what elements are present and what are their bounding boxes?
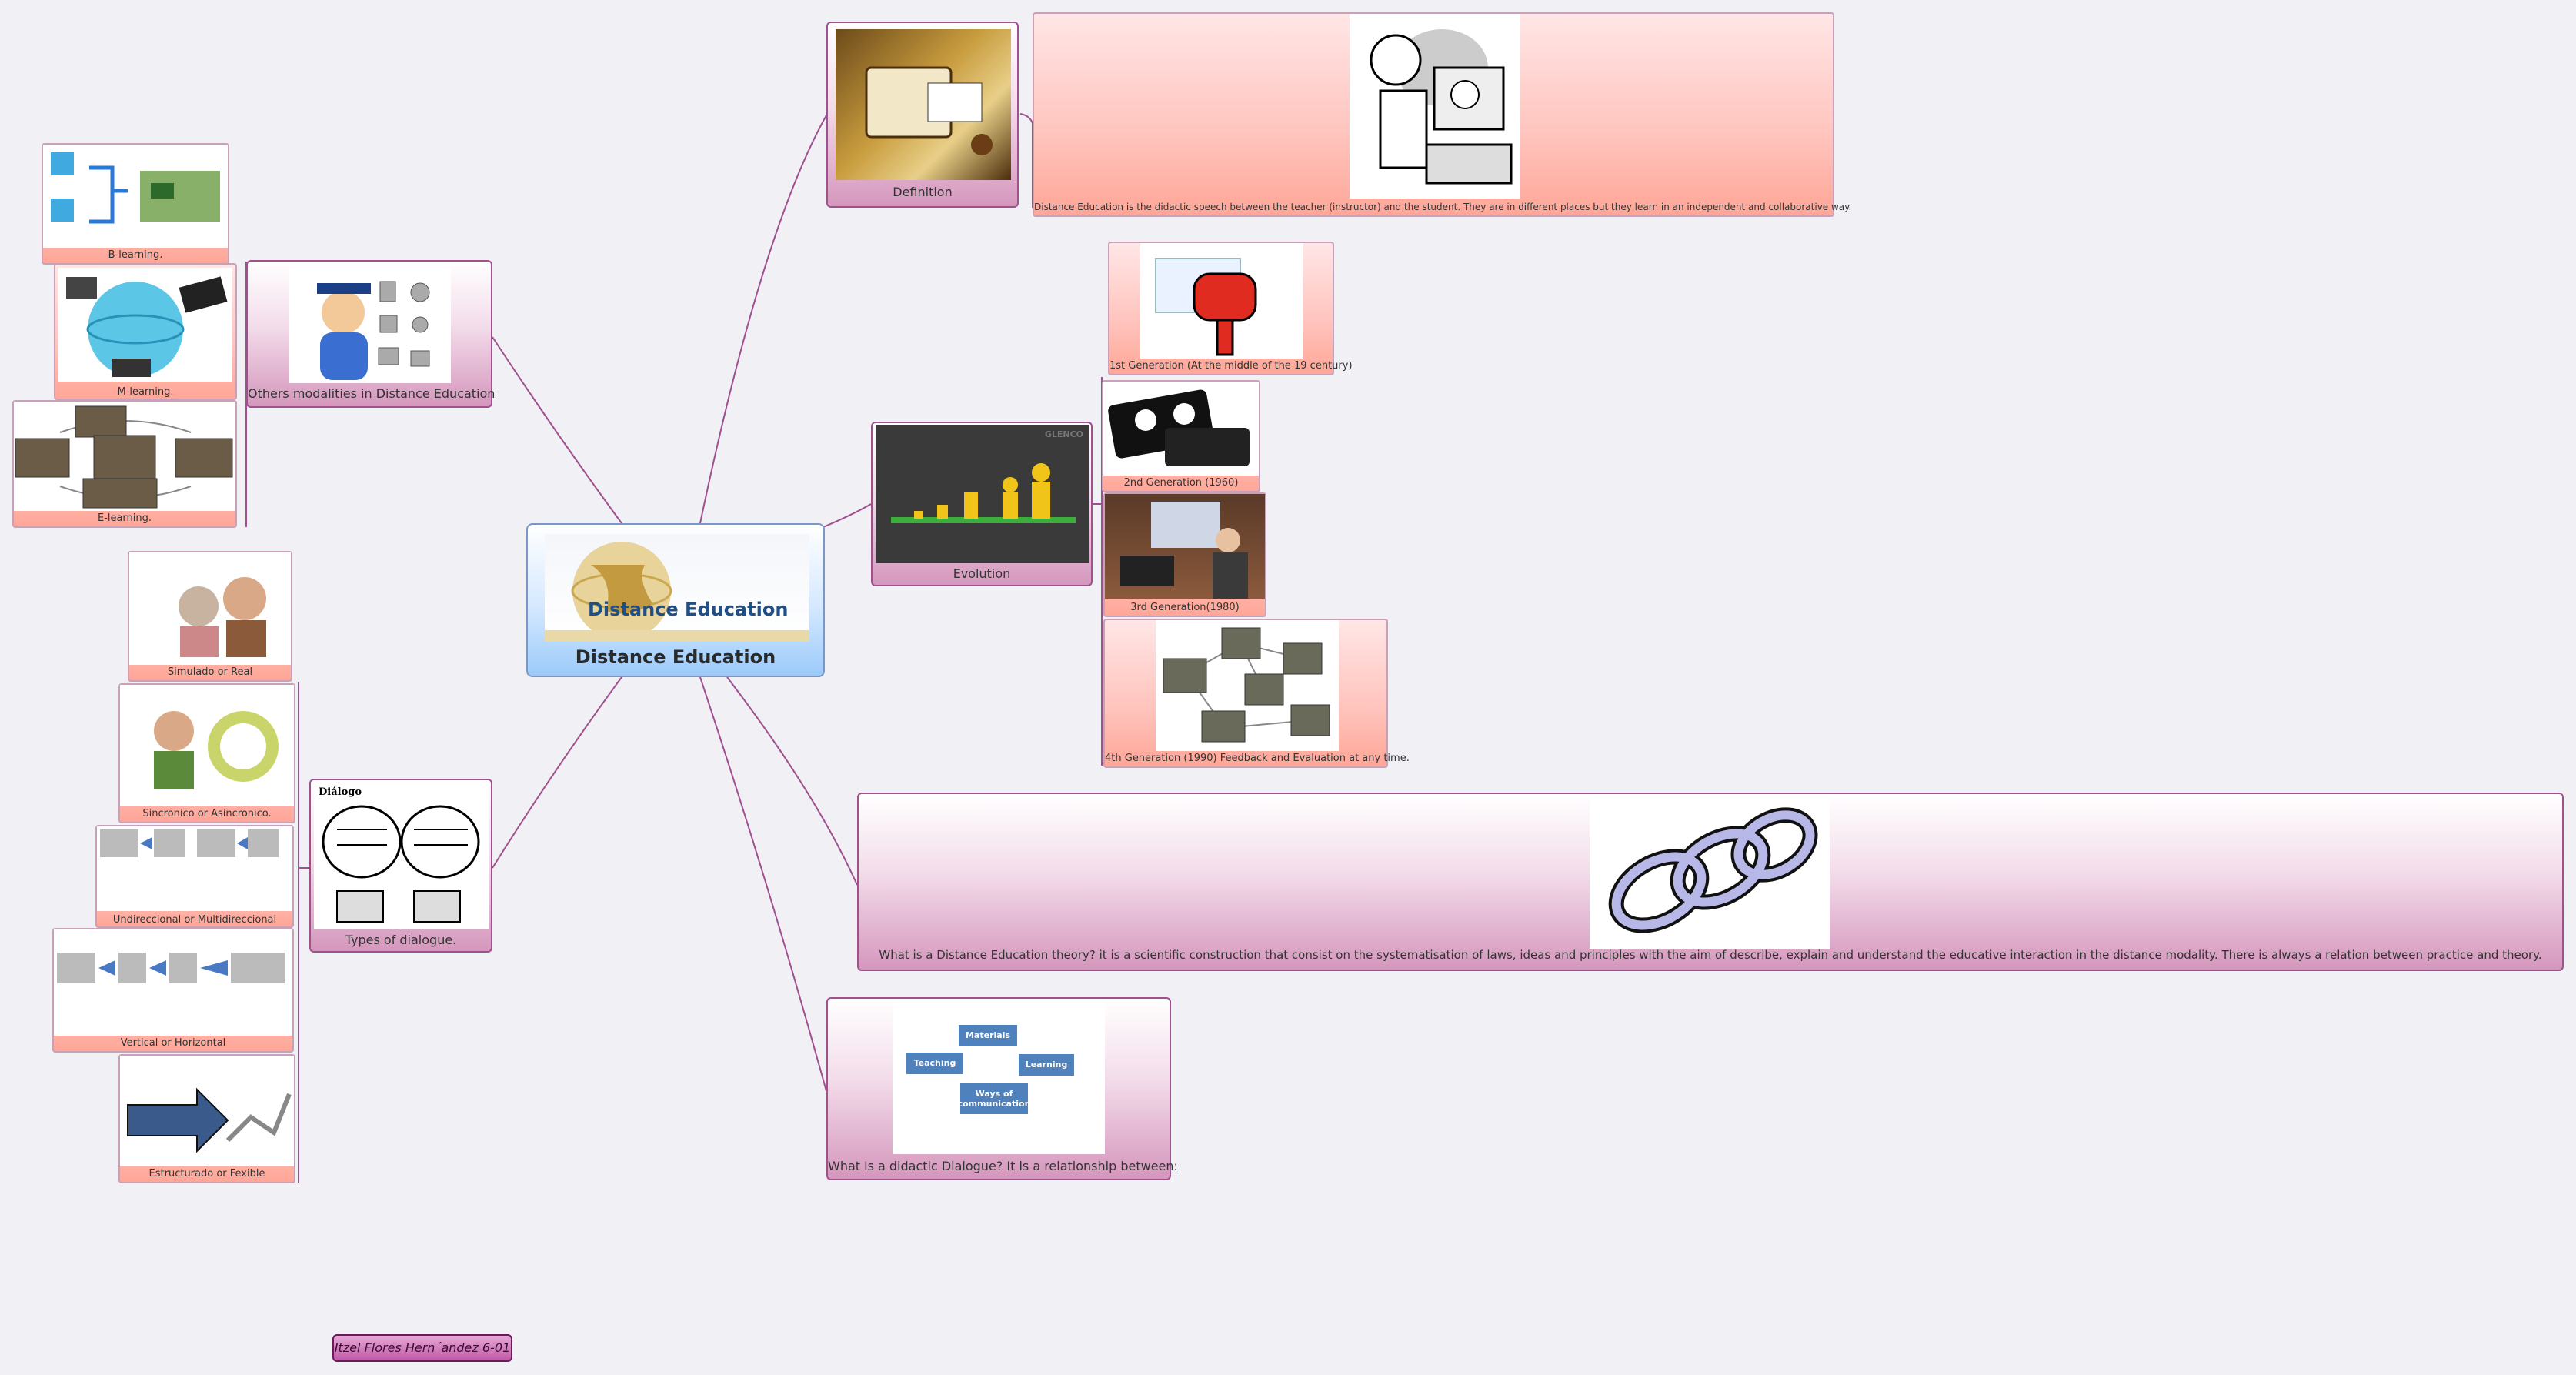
e-learning-label: E-learning. bbox=[97, 512, 152, 524]
simulado-image bbox=[129, 552, 291, 665]
sincronico-image bbox=[120, 685, 294, 806]
evolution-watermark: GLENCO bbox=[1044, 429, 1083, 439]
generation-3-label: 3rd Generation(1980) bbox=[1130, 602, 1240, 613]
central-topic[interactable]: Distance Education Distance Education bbox=[526, 523, 825, 677]
m-learning-label: M-learning. bbox=[117, 386, 174, 398]
m-learning-node[interactable]: M-learning. bbox=[54, 263, 237, 400]
diagram-box-learning: Learning bbox=[1019, 1054, 1074, 1076]
theory-text: What is a Distance Education theory? it … bbox=[879, 948, 2542, 962]
generation-3-node[interactable]: 3rd Generation(1980) bbox=[1103, 492, 1266, 617]
edge-dialogue-types bbox=[492, 676, 622, 869]
globe-devices-image bbox=[58, 268, 232, 382]
generation-4-label: 4th Generation (1990) Feedback and Evalu… bbox=[1105, 753, 1410, 764]
evolution-image: GLENCO bbox=[876, 425, 1089, 563]
diagram-box-ways-of-communication: Ways of communication bbox=[958, 1083, 1030, 1114]
edge-definition bbox=[699, 115, 827, 524]
diagram-box-materials: Materials bbox=[959, 1025, 1017, 1046]
b-learning-node[interactable]: B-learning. bbox=[42, 143, 229, 265]
vertical-label: Vertical or Horizontal bbox=[120, 1037, 226, 1049]
generation-3-photo bbox=[1105, 494, 1265, 599]
evolution-label: Evolution bbox=[953, 566, 1011, 581]
didactic-dialogue-label: What is a didactic Dialogue? It is a rel… bbox=[828, 1159, 1178, 1173]
central-banner-image: Distance Education bbox=[545, 534, 809, 642]
definition-description-node[interactable]: Distance Education is the didactic speec… bbox=[1033, 12, 1852, 217]
evolution-node[interactable]: GLENCO Evolution bbox=[871, 422, 1093, 586]
unidireccional-node[interactable]: Undireccional or Multidireccional bbox=[95, 825, 294, 928]
estructurado-node[interactable]: Estructurado or Fexible bbox=[118, 1054, 295, 1183]
simulado-label: Simulado or Real bbox=[167, 666, 253, 678]
edge-def-desc bbox=[1019, 113, 1033, 208]
mailbox-icon bbox=[1140, 243, 1303, 359]
vertical-image bbox=[54, 929, 292, 1036]
modalities-node[interactable]: Others modalities in Distance Education bbox=[246, 260, 496, 408]
relationship-diagram: Materials Teaching Learning Ways of comm… bbox=[893, 1002, 1105, 1154]
e-learning-node[interactable]: E-learning. bbox=[12, 400, 237, 528]
edge-evo-gens bbox=[1093, 377, 1103, 766]
dialogue-types-node[interactable]: Diálogo Types of dialogue. bbox=[309, 779, 492, 953]
generation-1-node[interactable]: 1st Generation (At the middle of the 19 … bbox=[1108, 242, 1353, 375]
unidireccional-image bbox=[97, 826, 292, 911]
generation-1-label: 1st Generation (At the middle of the 19 … bbox=[1109, 360, 1353, 372]
edge-didactic bbox=[699, 676, 827, 1092]
central-title: Distance Education bbox=[575, 646, 776, 668]
estructurado-label: Estructurado or Fexible bbox=[148, 1168, 265, 1180]
generation-2-node[interactable]: 2nd Generation (1960) bbox=[1102, 380, 1260, 492]
graduate-devices-image bbox=[289, 266, 451, 383]
edge-theory bbox=[726, 676, 858, 886]
definition-node[interactable]: Definition bbox=[826, 22, 1019, 208]
videocassette-icon bbox=[1103, 382, 1259, 476]
definition-label: Definition bbox=[893, 185, 953, 199]
generation-4-node[interactable]: 4th Generation (1990) Feedback and Evalu… bbox=[1103, 619, 1410, 768]
sincronico-label: Sincronico or Asincronico. bbox=[142, 808, 272, 819]
definition-description-text: Distance Education is the didactic speec… bbox=[1034, 202, 1852, 212]
b-learning-image bbox=[43, 145, 228, 248]
central-banner-text: Distance Education bbox=[588, 599, 789, 620]
diagram-box-teaching: Teaching bbox=[906, 1053, 963, 1074]
dialogue-types-label: Types of dialogue. bbox=[345, 933, 457, 947]
definition-image bbox=[836, 29, 1011, 180]
b-learning-label: B-learning. bbox=[108, 249, 163, 261]
edge-modalities bbox=[492, 336, 622, 524]
sincronico-node[interactable]: Sincronico or Asincronico. bbox=[118, 683, 295, 823]
e-learning-image bbox=[14, 402, 235, 511]
author-label: Itzel Flores Hern´andez 6-01 bbox=[332, 1334, 512, 1362]
vertical-node[interactable]: Vertical or Horizontal bbox=[52, 928, 294, 1053]
dialogue-image: Diálogo bbox=[314, 783, 489, 929]
chain-links-image bbox=[1590, 799, 1830, 949]
edge-evolution bbox=[823, 503, 872, 528]
dialogue-image-title: Diálogo bbox=[319, 786, 362, 798]
unidireccional-label: Undireccional or Multidireccional bbox=[112, 914, 277, 926]
simulado-node[interactable]: Simulado or Real bbox=[128, 551, 292, 682]
generation-2-label: 2nd Generation (1960) bbox=[1123, 477, 1239, 489]
modalities-label: Others modalities in Distance Education bbox=[248, 386, 496, 401]
didactic-dialogue-node[interactable]: Materials Teaching Learning Ways of comm… bbox=[826, 997, 1178, 1180]
estructurado-image bbox=[120, 1056, 294, 1166]
theory-node[interactable]: What is a Distance Education theory? it … bbox=[857, 793, 2564, 971]
network-people-image bbox=[1156, 620, 1339, 751]
definition-cartoon-image bbox=[1350, 14, 1520, 199]
edge-dlg-items bbox=[298, 682, 309, 1183]
